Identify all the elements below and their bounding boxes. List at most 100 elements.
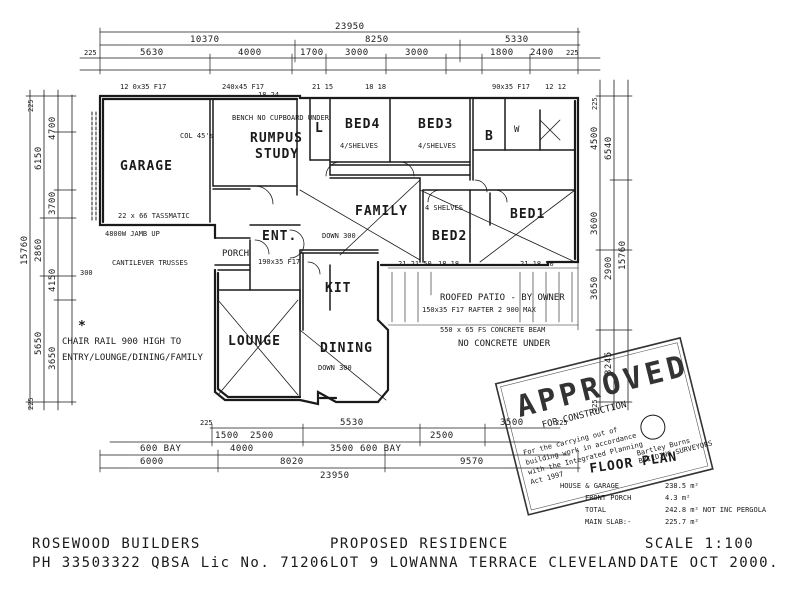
- dim-bot-r1-1: 225: [200, 419, 213, 427]
- dim-left-mid-3: 5650: [34, 331, 44, 355]
- dim-top-r1-2: 8250: [365, 35, 389, 45]
- dim-top-r2-4: 3000: [345, 48, 369, 58]
- room-lounge: LOUNGE: [228, 334, 281, 349]
- dim-left-in-4: 3650: [48, 346, 58, 370]
- note-no-concrete: NO CONCRETE UNDER: [458, 339, 551, 349]
- dim-top-r1-3: 5330: [505, 35, 529, 45]
- note-slab: 550 x 65 FS CONCRETE BEAM: [440, 326, 545, 334]
- internal-walls: [209, 98, 576, 398]
- outer-walls: [98, 94, 580, 406]
- dim-bot-r1-5: 2500: [430, 431, 454, 441]
- approved-stamp-frame: [494, 336, 714, 516]
- room-bed4: BED4: [345, 117, 380, 132]
- tb-lot: LOT 9 LOWANNA TERRACE CLEVELAND.: [330, 555, 648, 571]
- tb-proposed: PROPOSED RESIDENCE: [330, 536, 509, 552]
- dim-bot-r3-1: 6000: [140, 457, 164, 467]
- bottom-dimension-lines: [99, 423, 581, 473]
- dim-top-r1-1: 10370: [190, 35, 220, 45]
- dim-bot-r3-3: 9570: [460, 457, 484, 467]
- area-porch-value: 4.3 m²: [665, 494, 690, 502]
- note-roller-door: 22 x 66 TASSMATIC: [118, 212, 190, 220]
- dim-right-mid-3: 3245: [604, 351, 614, 375]
- dim-bot-r1-6: 3500: [500, 418, 524, 428]
- note-lintel-7: 90x35 F17: [492, 83, 530, 91]
- dim-top-r2-3: 1700: [300, 48, 324, 58]
- dim-left-300: 300: [80, 269, 93, 277]
- room-bed3: BED3: [418, 117, 453, 132]
- dim-bot-r2-3: 3500: [330, 444, 354, 454]
- note-roof-dims-2: 18 18: [438, 260, 459, 268]
- dim-left-mid-2: 2860: [34, 238, 44, 262]
- dim-right-overall: 15760: [618, 240, 628, 270]
- tb-builder: ROSEWOOD BUILDERS: [32, 536, 201, 552]
- note-shelves-2: 4/SHELVES: [418, 142, 456, 150]
- door-swings: [254, 119, 561, 275]
- note-lintel-4: 18 24: [258, 91, 279, 99]
- room-laundry: L: [315, 121, 324, 136]
- area-main-label: MAIN SLAB:-: [585, 518, 631, 526]
- note-190: 190x35 F17: [258, 258, 300, 266]
- dim-bot-r1-7: 225: [555, 419, 568, 427]
- room-entry: ENT.: [262, 229, 297, 244]
- dim-right-in-2: 3600: [590, 211, 600, 235]
- room-bed1: BED1: [510, 207, 545, 222]
- dim-top-r2-5: 3000: [405, 48, 429, 58]
- note-lintel-3: 21 15: [312, 83, 333, 91]
- note-chair-rail-2: ENTRY/LOUNGE/DINING/FAMILY: [62, 353, 203, 363]
- dim-top-edge-left: 225: [84, 49, 97, 57]
- dim-bot-overall: 23950: [320, 471, 350, 481]
- room-dining: DINING: [320, 341, 373, 356]
- dim-right-edge-bottom: 225: [591, 399, 599, 412]
- room-bath: B: [485, 129, 494, 144]
- dim-top-r2-7: 2400: [530, 48, 554, 58]
- area-house-label: HOUSE & GARAGE: [560, 482, 619, 490]
- tb-phone: PH 33503322 QBSA Lic No. 71206: [32, 555, 330, 571]
- garage-door: [91, 111, 97, 221]
- area-house-value: 238.5 m²: [665, 482, 699, 490]
- dim-top-r2-1: 5630: [140, 48, 164, 58]
- room-study: STUDY: [255, 147, 299, 162]
- dim-right-mid-2: 2900: [604, 256, 614, 280]
- dim-left-edge-bottom: 225: [27, 397, 35, 410]
- note-patio: 150x35 F17 RAFTER 2 900 MAX: [422, 306, 537, 314]
- dim-top-r2-2: 4000: [238, 48, 262, 58]
- note-lintel-5: 18 18: [365, 83, 386, 91]
- note-jamb: 4800W JAMB UP: [105, 230, 160, 238]
- dim-bot-r2-4: 600 BAY: [360, 444, 402, 454]
- area-main-value: 225.7 m²: [665, 518, 699, 526]
- dim-bot-r2-1: 600 BAY: [140, 444, 182, 454]
- dim-right-edge-top: 225: [591, 97, 599, 110]
- top-dimension-lines: [79, 27, 601, 75]
- dim-left-in-1: 4700: [48, 116, 58, 140]
- diagonal-raking-lines: [217, 179, 576, 401]
- note-chair-rail-1: CHAIR RAIL 900 HIGH TO: [62, 337, 181, 347]
- room-porch: PORCH: [222, 249, 249, 259]
- dim-top-r2-6: 1800: [490, 48, 514, 58]
- dim-left-edge-top: 225: [27, 99, 35, 112]
- room-family: FAMILY: [355, 204, 408, 219]
- dim-right-mid-1: 6540: [604, 136, 614, 160]
- dim-bot-r1-2: 1500: [215, 431, 239, 441]
- dim-top-overall: 23950: [335, 22, 365, 32]
- room-bed2: BED2: [432, 229, 467, 244]
- room-kitchen: KIT: [325, 281, 351, 296]
- note-col: COL 45's: [180, 132, 214, 140]
- area-porch-label: FRONT PORCH: [585, 494, 631, 502]
- dim-bot-r1-4: 5530: [340, 418, 364, 428]
- area-total-value: 242.8 m² NOT INC PERGOLA: [665, 506, 767, 514]
- note-shelves-1: 4/SHELVES: [340, 142, 378, 150]
- dim-right-in-3: 3650: [590, 276, 600, 300]
- dim-bot-r1-3: 2500: [250, 431, 274, 441]
- left-dimension-lines: [25, 89, 77, 411]
- note-roof-dims-1: 21 21 50: [398, 260, 432, 268]
- roofed-patio-hatch: [387, 261, 579, 331]
- note-down-2: DOWN 300: [318, 364, 352, 372]
- note-lintel-1: 12 0x35 F17: [120, 83, 166, 91]
- tb-date: DATE OCT 2000.: [640, 555, 779, 571]
- dim-left-in-3: 4150: [48, 268, 58, 292]
- note-rail-star: *: [78, 319, 87, 334]
- area-total-label: TOTAL: [585, 506, 606, 514]
- note-shelves-3: 4 SHELVES: [425, 204, 463, 212]
- dim-left-in-2: 3700: [48, 191, 58, 215]
- note-lintel-6: 12 12: [545, 83, 566, 91]
